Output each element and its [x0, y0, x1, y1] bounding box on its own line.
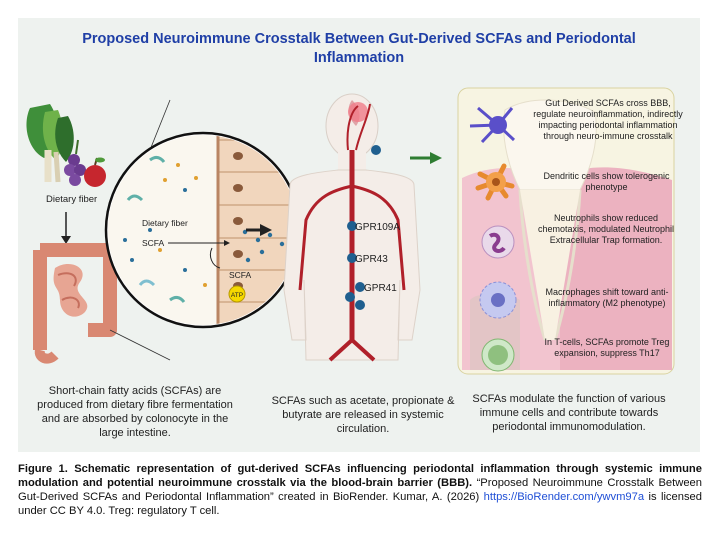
figure-title-line2: Inflammation: [313, 50, 405, 66]
figure-title: Proposed Neuroimmune Crosstalk Between G…: [18, 30, 700, 68]
scfa-curve-arrow: [209, 247, 221, 269]
biorender-link[interactable]: https://BioRender.com/ywvm97a: [483, 491, 645, 503]
cell-description-macrophage: Macrophages shift toward anti-inflammato…: [545, 287, 669, 308]
cell-description-t-cell: In T-cells, SCFAs promote Treg expansion…: [544, 337, 670, 358]
intestine-illustration: [33, 243, 117, 364]
receptor-label-gpr41: GPR41: [364, 283, 397, 294]
figure-title-line1: Proposed Neuroimmune Crosstalk Between G…: [82, 31, 636, 47]
cell-description-dendritic: Dendritic cells show tolerogenic phenoty…: [543, 171, 670, 192]
neuron-cell-icon: [469, 106, 516, 144]
receptor-node-gpr43: [347, 253, 357, 263]
figure-caption-label: Figure 1. Schematic representation of gu…: [18, 463, 702, 489]
zoom-line-bottom: [109, 329, 171, 361]
atp-label: ATP: [231, 292, 243, 299]
receptor-node-extra-1: [345, 292, 355, 302]
zoom-scfa-label: SCFA: [142, 238, 165, 248]
middle-panel-caption: SCFAs such as acetate, propionate & buty…: [271, 395, 455, 435]
receptor-node-gpr41: [355, 282, 365, 292]
figure-caption: Figure 1. Schematic representation of gu…: [18, 462, 702, 518]
right-arrow-2-head: [430, 152, 442, 164]
t-cell-icon: [481, 338, 515, 372]
dietary-fiber-label: Dietary fiber: [46, 194, 97, 205]
right-panel-caption: SCFAs modulate the function of various i…: [472, 393, 666, 433]
atp-badge: [228, 285, 246, 303]
figure-caption-text: “Proposed Neuroimmune Crosstalk Between …: [18, 477, 702, 503]
receptor-node-gpr109a: [347, 221, 357, 231]
scfa-arrow-head: [224, 240, 230, 246]
receptor-label-gpr109a: GPR109A: [355, 222, 400, 233]
artery-tree: [298, 103, 406, 362]
macrophage-cell-icon: [479, 281, 517, 319]
cell-description-bbb: Gut Derived SCFAs cross BBB, regulate ne…: [533, 98, 683, 141]
vegetables-illustration: [26, 104, 106, 187]
brain-receptor-node: [371, 145, 381, 155]
zoom-scfa2-label: SCFA: [229, 270, 252, 280]
receptor-node-extra-2: [355, 300, 365, 310]
dendritic-cell-icon: [475, 163, 515, 201]
neutrophil-cell-icon: [481, 225, 515, 259]
cell-description-neutrophil: Neutrophils show reduced chemotaxis, mod…: [537, 213, 675, 245]
down-arrow-head: [61, 236, 71, 244]
receptor-label-gpr43: GPR43: [355, 254, 388, 265]
colon-lumen-zoom: [108, 135, 298, 325]
left-panel-caption: Short-chain fatty acids (SCFAs) are prod…: [37, 385, 233, 439]
zoom-dietary-fiber-label: Dietary fiber: [142, 218, 188, 228]
figure-caption-license: is licensed under CC BY 4.0. Treg: regul…: [18, 491, 702, 517]
right-arrow-1-head: [260, 224, 272, 236]
